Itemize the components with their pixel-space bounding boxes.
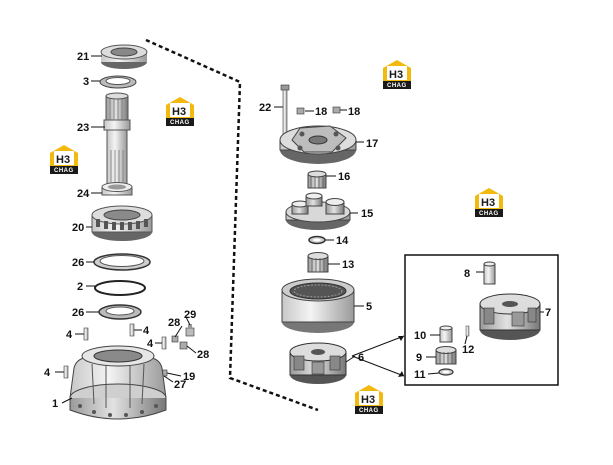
pin-12 bbox=[465, 325, 470, 337]
callout-18-right: 18 bbox=[348, 106, 360, 118]
callout-18-left: 18 bbox=[315, 106, 327, 118]
callout-23: 23 bbox=[77, 122, 89, 134]
ring-gear-5 bbox=[281, 278, 355, 333]
leader-lines bbox=[55, 55, 544, 404]
pinion-shaft-23 bbox=[103, 92, 131, 185]
planet-carrier-6 bbox=[289, 342, 347, 384]
callout-17: 17 bbox=[366, 138, 378, 150]
pin-4-bottom bbox=[63, 365, 69, 379]
bearing-20 bbox=[91, 205, 153, 241]
housing-1 bbox=[69, 345, 167, 420]
callout-4-center: 4 bbox=[143, 325, 150, 337]
callout-15: 15 bbox=[361, 208, 373, 220]
callout-4-left: 4 bbox=[66, 329, 73, 341]
carrier-7 bbox=[479, 293, 541, 340]
callout-24: 24 bbox=[77, 188, 90, 200]
svg-text:H3: H3 bbox=[481, 197, 495, 209]
sun-gear-13 bbox=[307, 252, 329, 273]
sun-gear-16 bbox=[307, 170, 327, 189]
bolt-18-left bbox=[296, 107, 305, 115]
callout-11: 11 bbox=[414, 369, 426, 381]
callout-28-lower: 28 bbox=[197, 349, 209, 361]
assembly-guide-lines bbox=[145, 38, 319, 412]
callout-12: 12 bbox=[462, 344, 474, 356]
callout-labels: 21 3 23 24 20 26 2 26 4 4 4 4 28 29 28 2… bbox=[44, 51, 551, 410]
fitting-29 bbox=[185, 324, 195, 337]
callout-6: 6 bbox=[358, 352, 364, 364]
logo-watermark-5: H3 CHAG bbox=[355, 385, 383, 414]
callout-22: 22 bbox=[259, 102, 271, 114]
callout-13: 13 bbox=[342, 259, 354, 271]
callout-10: 10 bbox=[414, 330, 426, 342]
svg-text:CHAG: CHAG bbox=[170, 120, 190, 126]
bearing-24 bbox=[101, 182, 133, 196]
svg-text:H3: H3 bbox=[172, 106, 186, 118]
svg-text:CHAG: CHAG bbox=[387, 83, 407, 89]
callout-4-right: 4 bbox=[147, 338, 154, 350]
pin-4-left bbox=[83, 327, 89, 341]
logo-watermark-2: H3 CHAG bbox=[166, 97, 194, 126]
logo-watermark-1: H3 CHAG bbox=[383, 60, 411, 89]
callout-19: 19 bbox=[183, 371, 195, 383]
planet-gear-9 bbox=[435, 346, 457, 365]
arrowheads bbox=[398, 336, 404, 377]
callout-8: 8 bbox=[464, 268, 470, 280]
thrust-washer-14 bbox=[308, 235, 326, 245]
callout-5: 5 bbox=[366, 301, 372, 313]
svg-text:H3: H3 bbox=[56, 154, 70, 166]
bushing-10 bbox=[439, 325, 453, 343]
planet-carrier-15 bbox=[285, 192, 351, 230]
callout-14: 14 bbox=[336, 235, 349, 247]
svg-text:H3: H3 bbox=[389, 69, 403, 81]
callout-20: 20 bbox=[72, 222, 84, 234]
callout-27: 27 bbox=[174, 379, 186, 391]
callout-26-upper: 26 bbox=[72, 257, 84, 269]
callout-28-upper: 28 bbox=[168, 317, 180, 329]
callout-29: 29 bbox=[184, 309, 196, 321]
callout-26-lower: 26 bbox=[72, 307, 84, 319]
shim-26-lower bbox=[98, 304, 142, 320]
logo-watermark-3: H3 CHAG bbox=[50, 145, 78, 174]
logo-watermark-4: H3 CHAG bbox=[475, 188, 503, 217]
bolt-28-lower bbox=[179, 341, 188, 350]
svg-text:H3: H3 bbox=[361, 394, 375, 406]
svg-text:CHAG: CHAG bbox=[359, 408, 379, 414]
callout-9: 9 bbox=[416, 352, 422, 364]
pin-8 bbox=[483, 261, 496, 285]
bolt-18-right bbox=[332, 106, 341, 114]
svg-text:CHAG: CHAG bbox=[479, 211, 499, 217]
bearing-21 bbox=[100, 44, 148, 69]
callout-3: 3 bbox=[83, 76, 89, 88]
pin-4-right bbox=[161, 336, 167, 350]
detail-inset bbox=[404, 254, 559, 386]
seal-ring-3 bbox=[99, 75, 137, 89]
callout-16: 16 bbox=[338, 171, 350, 183]
bolt-22 bbox=[280, 84, 290, 135]
pin-4-center bbox=[129, 323, 135, 337]
callout-4-bottom: 4 bbox=[44, 367, 51, 379]
shim-26-upper bbox=[93, 253, 151, 271]
svg-text:CHAG: CHAG bbox=[54, 168, 74, 174]
bolt-28-upper bbox=[171, 335, 179, 343]
callout-21: 21 bbox=[77, 51, 89, 63]
washer-11 bbox=[438, 368, 454, 376]
callout-7: 7 bbox=[545, 307, 551, 319]
snap-ring-2 bbox=[94, 280, 146, 296]
carrier-plate-17 bbox=[279, 125, 357, 164]
callout-1: 1 bbox=[52, 398, 58, 410]
callout-2: 2 bbox=[77, 281, 83, 293]
